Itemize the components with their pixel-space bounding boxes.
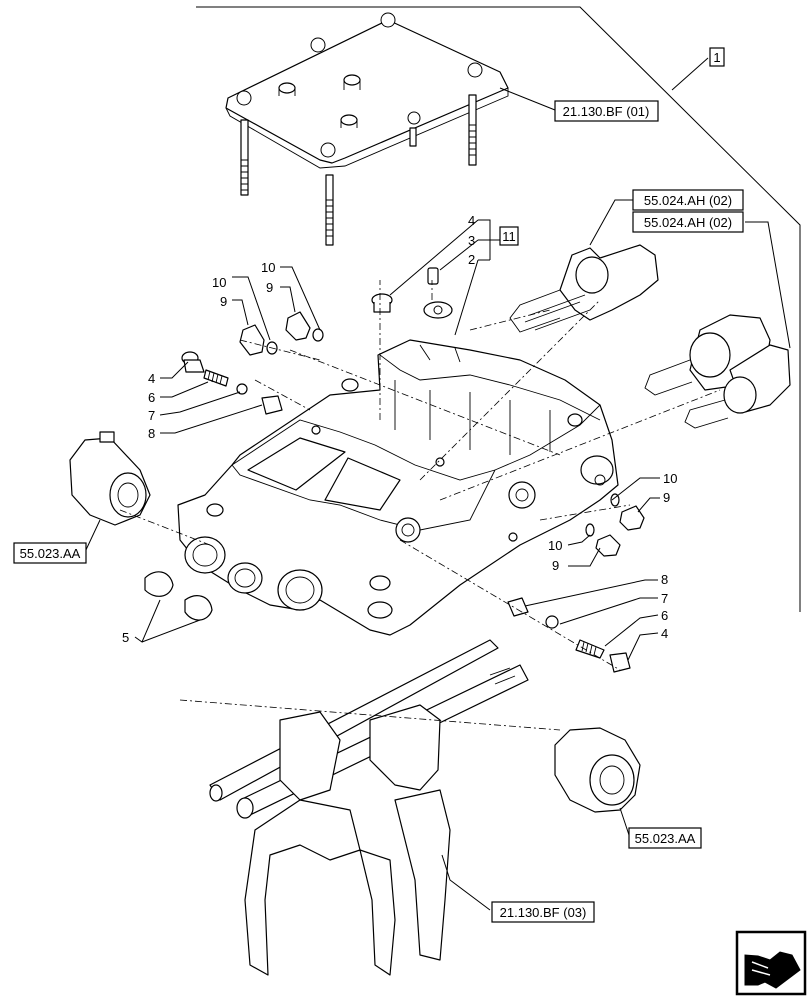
callout-right-9a: 9 (663, 490, 670, 505)
callout-right-8: 8 (661, 572, 668, 587)
axis-lines (119, 280, 721, 671)
svg-text:55.023.AA: 55.023.AA (20, 546, 81, 561)
svg-text:21.130.BF (01): 21.130.BF (01) (563, 104, 650, 119)
callout-left-8: 8 (148, 426, 155, 441)
ref-box-21-130-bf-01[interactable]: 21.130.BF (01) (554, 100, 659, 122)
svg-text:21.130.BF (03): 21.130.BF (03) (500, 905, 587, 920)
callout-right-6: 6 (661, 608, 668, 623)
right-small-parts (507, 493, 645, 673)
leader-lines (58, 57, 791, 911)
callout-right-4: 4 (661, 626, 668, 641)
callout-right-9b: 9 (552, 558, 559, 573)
svg-text:11: 11 (502, 229, 516, 244)
ref-box-55-024-ah-02-b[interactable]: 55.024.AH (02) (632, 211, 744, 233)
frame-line (196, 6, 801, 612)
callout-left-9b: 9 (266, 280, 273, 295)
svg-text:55.023.AA: 55.023.AA (635, 831, 696, 846)
callout-top-2: 2 (468, 252, 475, 267)
callout-left-4: 4 (148, 371, 155, 386)
shift-fork-assembly (179, 639, 561, 976)
callout-right-10b: 10 (548, 538, 562, 553)
callout-left-7: 7 (148, 408, 155, 423)
cover-plate-assembly (225, 12, 509, 246)
callout-left-10a: 10 (212, 275, 226, 290)
ref-box-21-130-bf-03[interactable]: 21.130.BF (03) (491, 901, 595, 923)
svg-text:55.024.AH (02): 55.024.AH (02) (644, 193, 732, 208)
callout-right-7: 7 (661, 591, 668, 606)
callout-left-9a: 9 (220, 294, 227, 309)
ref-box-55-024-ah-02-a[interactable]: 55.024.AH (02) (632, 189, 744, 211)
callout-left-5: 5 (122, 630, 129, 645)
sensor-left (69, 431, 151, 526)
arrow-nav-icon[interactable] (735, 930, 807, 996)
boxed-number-1: 1 (709, 47, 725, 67)
valve-body (177, 301, 619, 636)
solenoid-valve-lower (684, 344, 791, 429)
callout-right-10a: 10 (663, 471, 677, 486)
svg-text:55.024.AH (02): 55.024.AH (02) (644, 215, 732, 230)
callout-left-6: 6 (148, 390, 155, 405)
svg-text:1: 1 (713, 50, 720, 65)
solenoid-valve-upper (509, 244, 659, 333)
pin-part-3 (427, 267, 439, 285)
bolt-group (240, 94, 477, 246)
left-small-parts (144, 311, 324, 621)
callout-top-4: 4 (468, 213, 475, 228)
plug-part-4 (371, 293, 393, 313)
ref-box-55-023-aa-right[interactable]: 55.023.AA (628, 827, 702, 849)
sensor-right (554, 727, 641, 813)
callout-labels: 4 3 2 10 9 10 9 4 6 7 8 5 10 9 10 9 8 7 … (122, 213, 677, 645)
callout-top-3: 3 (468, 233, 475, 248)
boxed-number-11: 11 (499, 226, 519, 246)
callout-left-10b: 10 (261, 260, 275, 275)
ref-box-55-023-aa-left[interactable]: 55.023.AA (13, 542, 87, 564)
